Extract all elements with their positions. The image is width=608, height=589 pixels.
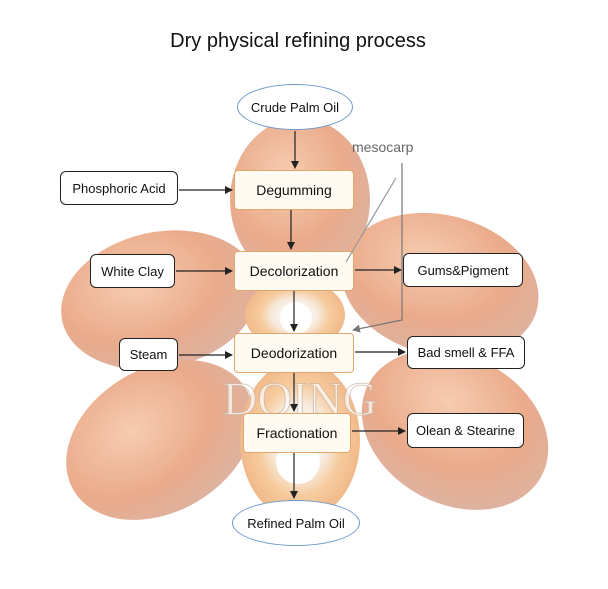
step-decolorization: Decolorization: [234, 251, 354, 291]
output-bad-smell-ffa: Bad smell & FFA: [407, 336, 525, 369]
start-node: Crude Palm Oil: [237, 84, 353, 130]
output-olean-stearine: Olean & Stearine: [407, 413, 524, 448]
mesocarp-pointer: [352, 163, 403, 333]
step-degumming: Degumming: [234, 170, 354, 210]
step-deodorization: Deodorization: [234, 333, 354, 373]
page-title: Dry physical refining process: [170, 30, 426, 52]
mesocarp-label: mesocarp: [352, 139, 414, 155]
end-node: Refined Palm Oil: [232, 500, 360, 546]
step-fractionation: Fractionation: [243, 413, 351, 453]
input-steam: Steam: [119, 338, 178, 371]
input-white-clay: White Clay: [90, 254, 175, 288]
input-phosphoric-acid: Phosphoric Acid: [60, 171, 178, 205]
output-gums-pigment: Gums&Pigment: [403, 253, 523, 287]
